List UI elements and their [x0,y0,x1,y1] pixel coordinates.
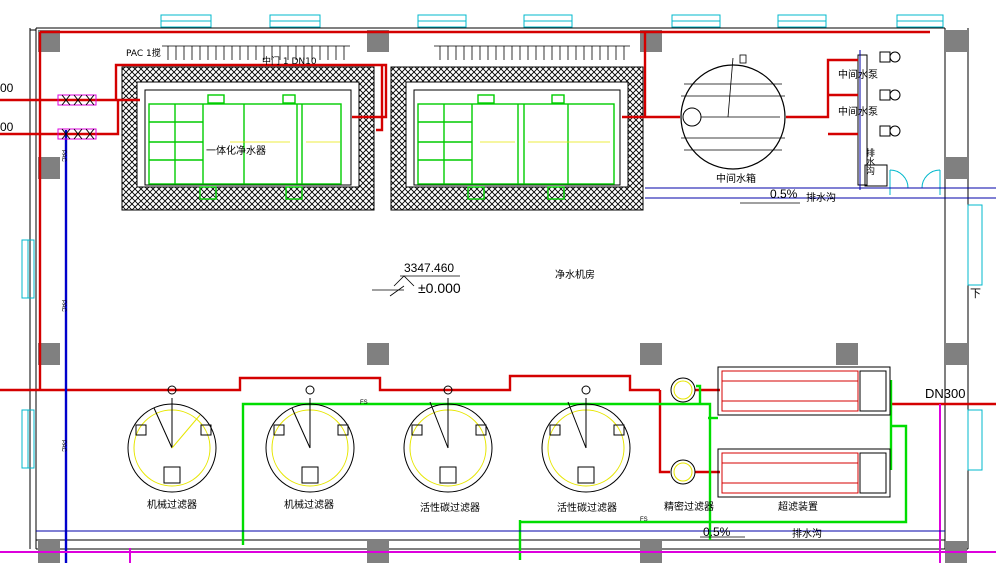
inlet-value-2: 00 [0,120,14,134]
elevation-relative-label: ±0.000 [418,280,461,296]
uf-unit-label: 超滤装置 [778,502,818,513]
integrated-purifier-1 [121,66,375,211]
pipe-tag-pac-2: PAC [60,300,66,312]
slope-bottom-label: 0.5% [703,525,731,539]
product-water-pipes [241,380,908,560]
elevation-absolute-label: 3347.460 [404,261,455,275]
inlet-value-1: 00 [0,81,14,95]
carbon-filter-2 [541,385,631,493]
precision-filters [670,377,696,485]
integrated-purifier-label: 一体化净水器 [206,146,266,157]
mech-filter-1-label: 机械过滤器 [147,500,197,511]
top-header-text-2: 中门 1 DN10 [262,57,317,67]
mech-filter-2 [265,385,355,493]
stair-down-label: 下 [970,287,981,300]
intermediate-pump-label-1: 中间水泵 [838,70,878,81]
elevation-symbol [372,275,460,297]
intermediate-pump-label-2: 中间水泵 [838,107,878,118]
carbon-filter-1 [403,385,493,493]
slope-top-label: 0.5% [770,187,798,201]
drain-ditch-top-label: 排水沟 [806,193,836,204]
drain-ditch-bottom-label: 排水沟 [792,529,822,540]
pipe-tag-fs-1: FS [360,400,368,406]
pipe-tag-pac-3: PAC [60,440,66,452]
integrated-purifier-2 [390,66,644,211]
intermediate-tank [680,54,786,170]
mech-filter-2-label: 机械过滤器 [284,500,334,511]
carbon-filter-1-label: 活性碳过滤器 [420,503,480,514]
building-walls [29,27,969,550]
top-windows [21,14,983,471]
inlet-valves [57,94,97,140]
uf-unit-2 [717,448,891,498]
mech-filter-1 [127,385,217,493]
carbon-filter-2-label: 活性碳过滤器 [557,503,617,514]
precision-filter-label: 精密过滤器 [664,502,714,513]
slope-arrows [700,202,800,538]
pipe-tag-fs-2: FS [640,517,648,523]
door-swing [889,169,941,195]
room-name-label: 净水机房 [555,270,595,281]
uf-unit-1 [717,366,891,416]
pipe-dn300-label: DN300 [925,386,966,401]
stair-treads [162,45,630,60]
top-header-text-1: PAC 1搅 [126,49,161,59]
pipe-tag-pac-1: PAC [60,150,66,162]
drain-pipes [0,404,996,563]
raw-water-pipes [0,30,996,474]
intermediate-pump-skid [857,51,901,187]
drain-ditch-side-label: 排水沟 [864,148,874,175]
drain-ditch-lines [36,50,996,532]
intermediate-tank-label: 中间水箱 [716,174,756,185]
